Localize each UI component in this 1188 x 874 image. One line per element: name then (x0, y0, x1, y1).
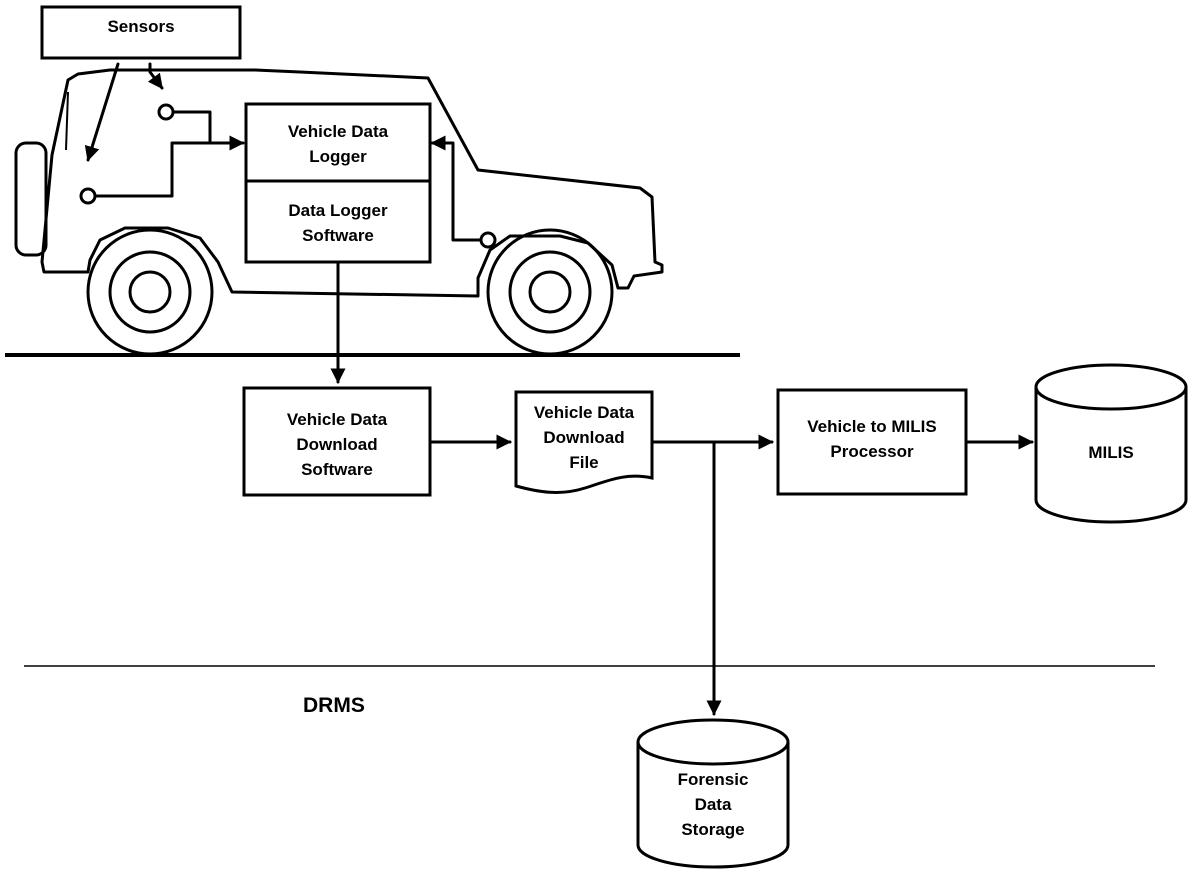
sensor-node (159, 105, 173, 119)
logger-label-line1: Vehicle Data (288, 122, 389, 141)
sensor-pointer-arrow (150, 64, 162, 88)
rear-wheel-mid (510, 252, 590, 332)
download-file-document: Vehicle Data Download File (516, 392, 652, 492)
sensor-wire (173, 112, 210, 143)
logger-software-label-line2: Software (302, 226, 374, 245)
forensic-data-storage-database: Forensic Data Storage (638, 720, 788, 867)
milis-database: MILIS (1036, 365, 1186, 522)
drms-label: DRMS (303, 694, 365, 717)
sensor-node (81, 189, 95, 203)
download-software-box: Vehicle Data Download Software (244, 388, 430, 495)
rear-wheel-outer (488, 230, 612, 354)
sensors-label: Sensors (107, 17, 174, 36)
download-software-label-line2: Download (296, 435, 377, 454)
front-wheel-mid (110, 252, 190, 332)
processor-label-line2: Processor (830, 442, 914, 461)
rear-window-line (66, 92, 68, 150)
sensor-node (481, 233, 495, 247)
download-software-label-line3: Software (301, 460, 373, 479)
spare-tire (16, 143, 46, 255)
logger-software-label-line1: Data Logger (288, 201, 388, 220)
forensic-label-line2: Data (695, 795, 732, 814)
front-wheel-outer (88, 230, 212, 354)
sensor-wire (95, 143, 243, 196)
download-file-label-line2: Download (543, 428, 624, 447)
milis-label: MILIS (1088, 443, 1133, 462)
sensor-pointer-arrow (88, 64, 118, 160)
vehicle-data-logger-box: Vehicle Data Logger Data Logger Software (246, 104, 430, 262)
download-file-label-line3: File (569, 453, 598, 472)
milis-processor-box: Vehicle to MILIS Processor (778, 390, 966, 494)
logger-label-line2: Logger (309, 147, 367, 166)
processor-label-line1: Vehicle to MILIS (807, 417, 936, 436)
forensic-label-line1: Forensic (678, 770, 749, 789)
front-wheel-hub (130, 272, 170, 312)
sensors-box: Sensors (42, 7, 240, 58)
sensor-wire (432, 143, 481, 240)
forensic-label-line3: Storage (681, 820, 744, 839)
download-software-label-line1: Vehicle Data (287, 410, 388, 429)
download-file-label-line1: Vehicle Data (534, 403, 635, 422)
rear-wheel-hub (530, 272, 570, 312)
